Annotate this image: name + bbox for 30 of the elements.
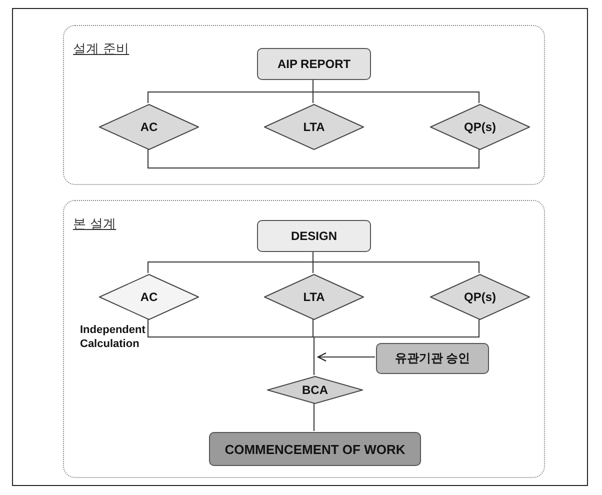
connector-line (314, 318, 480, 376)
node-label: AIP REPORT (277, 57, 351, 71)
process-box (257, 220, 371, 252)
stage-panel (63, 200, 545, 478)
section-heading: 본 설계 (73, 216, 116, 233)
stage-panel (63, 25, 545, 185)
node-label: LTA (303, 120, 325, 134)
decision-diamond (267, 376, 363, 404)
node-label: LTA (303, 290, 325, 304)
node-label: DESIGN (290, 229, 337, 243)
node-note: Independent Calculation (80, 323, 146, 351)
process-box (257, 48, 371, 80)
process-box (209, 432, 421, 466)
decision-diamond (99, 104, 199, 150)
decision-diamond (264, 274, 364, 320)
arrow (317, 352, 376, 362)
node-label: BCA (302, 383, 328, 397)
node-label: AC (140, 120, 158, 134)
node-label: COMMENCEMENT OF WORK (224, 442, 406, 456)
node-label: 유관기관 승인 (394, 350, 470, 367)
process-box (376, 343, 489, 374)
decision-diamond (264, 104, 364, 150)
node-label: QP(s) (464, 120, 496, 134)
connector-line (148, 148, 480, 168)
node-label: QP(s) (464, 290, 496, 304)
node-label: AC (140, 290, 158, 304)
decision-diamond (430, 274, 530, 320)
decision-diamond (99, 274, 199, 320)
section-heading: 설계 준비 (73, 41, 130, 58)
decision-diamond (430, 104, 530, 150)
